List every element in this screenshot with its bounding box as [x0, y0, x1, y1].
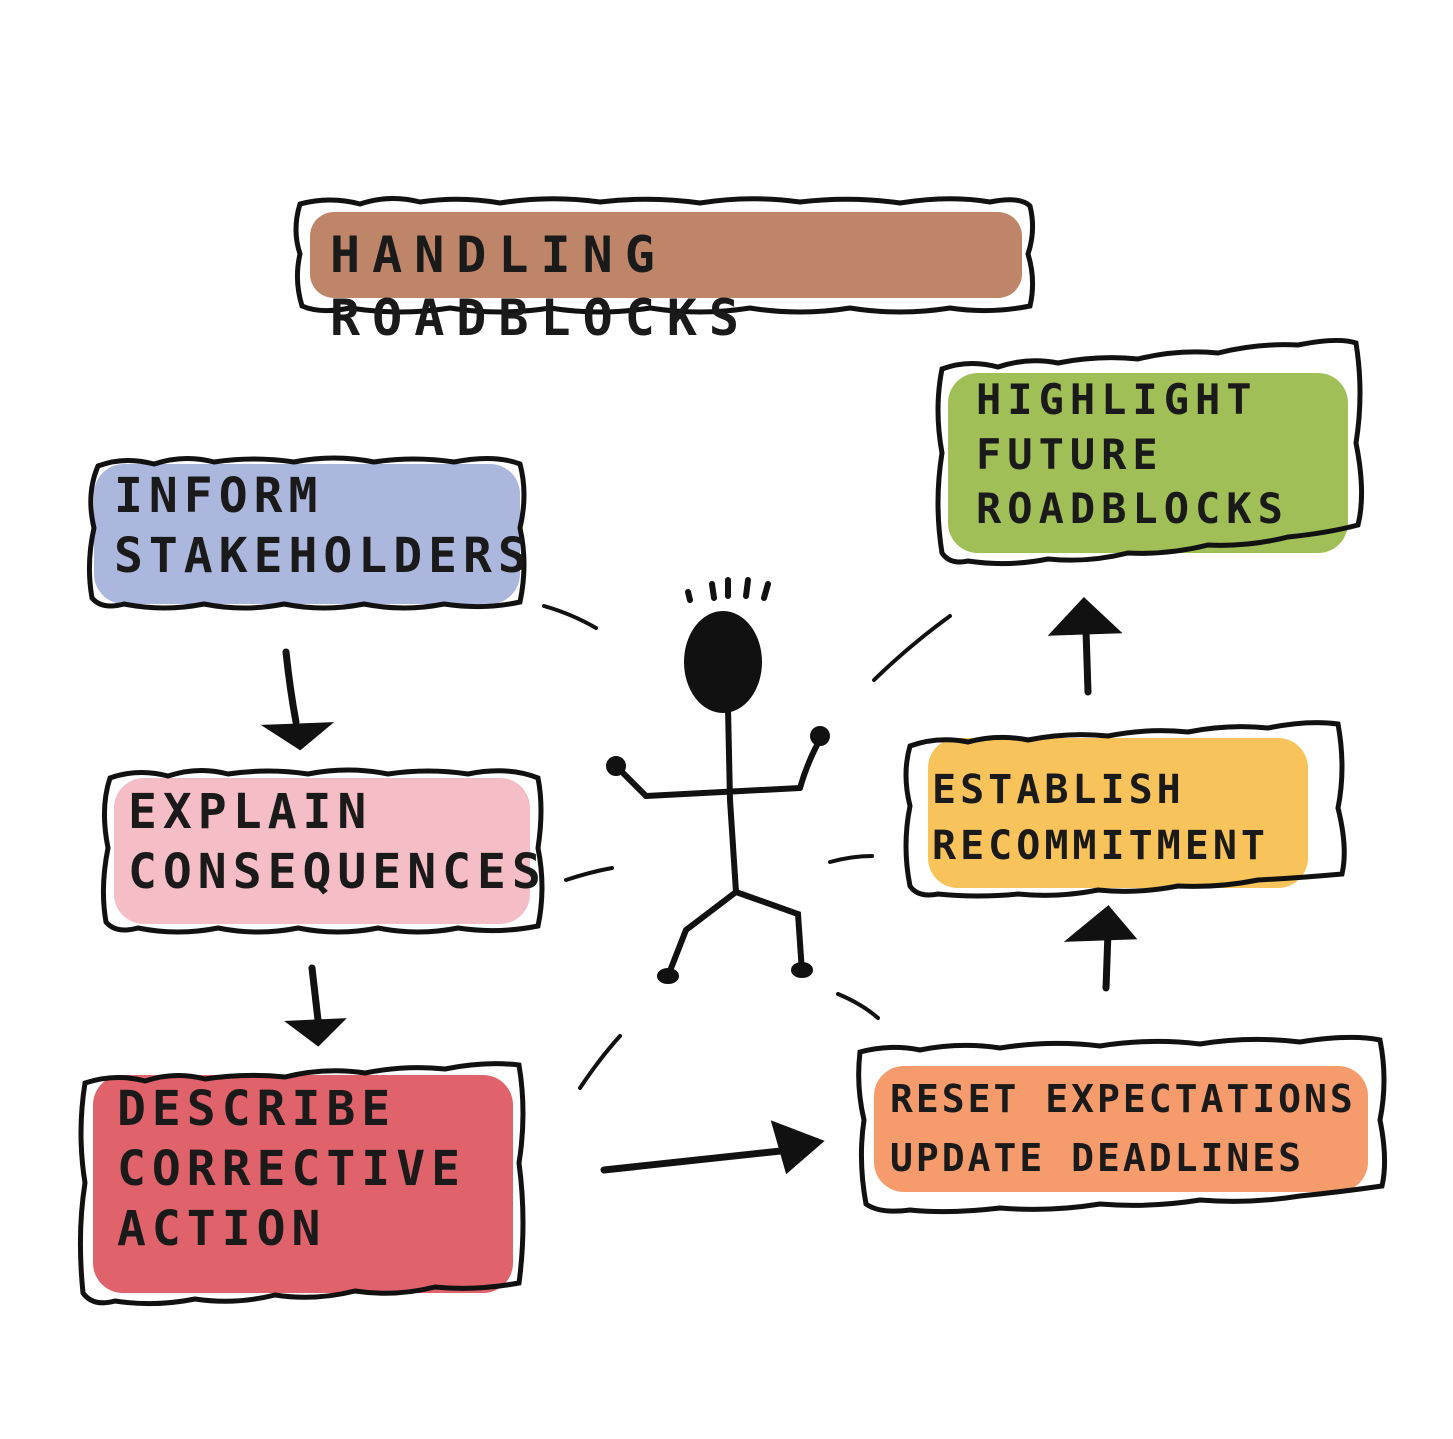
step-label: Establish Recommitment	[932, 767, 1269, 869]
step-explain-consequences: Explain Consequences	[98, 758, 546, 940]
step-label: Highlight Future Roadblocks	[976, 375, 1289, 534]
page-title: Handling Roadblocks	[330, 226, 752, 347]
arrow-inform-to-explain-icon	[260, 648, 335, 751]
step-label: Explain Consequences	[128, 784, 547, 900]
step-reset-expectations: Reset Expectations Update Deadlines	[850, 1030, 1388, 1215]
arrow-explain-to-describe-icon	[284, 964, 347, 1047]
step-establish-recommitment: Establish Recommitment	[898, 718, 1354, 899]
title-highlight	[310, 212, 1022, 298]
step-highlight-future-roadblocks: Highlight Future Roadblocks	[928, 333, 1366, 568]
step-inform-stakeholders: Inform Stakeholders	[84, 448, 528, 618]
arrow-establish-to-highlight-icon	[1047, 597, 1123, 696]
title-box: Handling Roadblocks	[290, 190, 1040, 347]
stick-figure-icon	[606, 577, 830, 984]
arrow-describe-to-reset-icon	[600, 1120, 825, 1175]
step-describe-corrective-action: Describe Corrective Action	[75, 1053, 528, 1311]
arrow-reset-to-establish-icon	[1063, 905, 1138, 992]
step-label: Inform Stakeholders	[114, 468, 533, 584]
step-label: Reset Expectations Update Deadlines	[890, 1077, 1356, 1180]
step-label: Describe Corrective Action	[117, 1081, 466, 1257]
radial-dashes	[542, 604, 952, 1090]
